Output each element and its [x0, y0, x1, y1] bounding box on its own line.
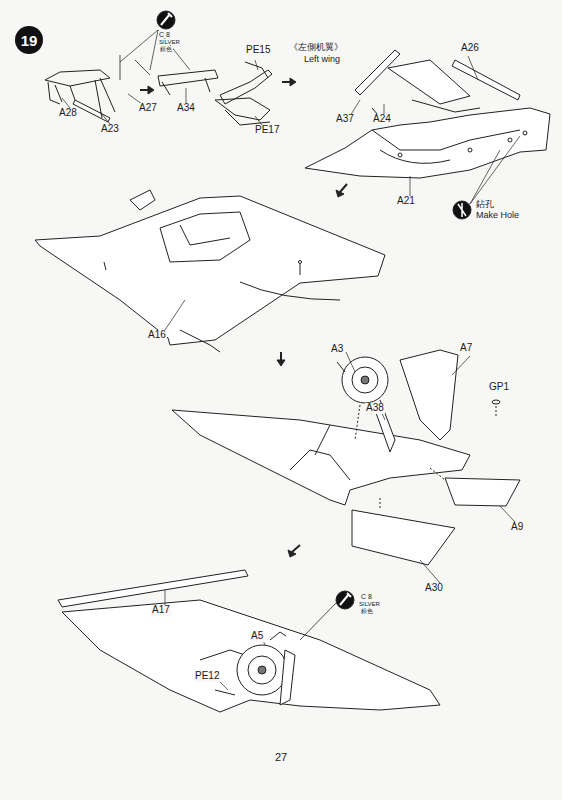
part-number: GP1: [488, 382, 510, 393]
part-number: PE15: [245, 45, 271, 56]
part-number: A38: [365, 403, 385, 414]
wing-title: Left wing: [303, 55, 341, 64]
part-number: A16: [147, 330, 167, 341]
part-number: A30: [424, 583, 444, 594]
paint-name: SILVER: [358, 601, 381, 607]
part-number: A3: [330, 344, 344, 355]
part-number: A26: [460, 43, 480, 54]
part-number: A9: [510, 522, 524, 533]
part-number: A27: [138, 103, 158, 114]
make-hole-text: Make Hole: [475, 211, 520, 220]
part-number: A28: [58, 108, 78, 119]
paint-name: SILVER: [158, 39, 181, 45]
part-number: A17: [151, 605, 171, 616]
part-number: A7: [459, 343, 473, 354]
page-number: 27: [274, 752, 288, 764]
paint-code: C 8: [158, 31, 171, 38]
paint-code: C 8: [360, 593, 373, 600]
part-number: A23: [100, 124, 120, 135]
part-number: A34: [176, 103, 196, 114]
part-number: PE12: [194, 671, 220, 682]
paint-name: 銀色: [360, 608, 374, 614]
step-number: 19: [15, 26, 43, 54]
part-number: PE17: [254, 125, 280, 136]
part-number: A21: [396, 196, 416, 207]
make-hole-text: 鉆孔: [475, 200, 495, 209]
step-number-text: 19: [21, 32, 38, 49]
part-number: A37: [335, 114, 355, 125]
part-number: A5: [250, 631, 264, 642]
paint-name: 銀色: [159, 46, 173, 52]
wing-title: 《左側机翼》: [288, 43, 344, 52]
part-number: A24: [372, 114, 392, 125]
